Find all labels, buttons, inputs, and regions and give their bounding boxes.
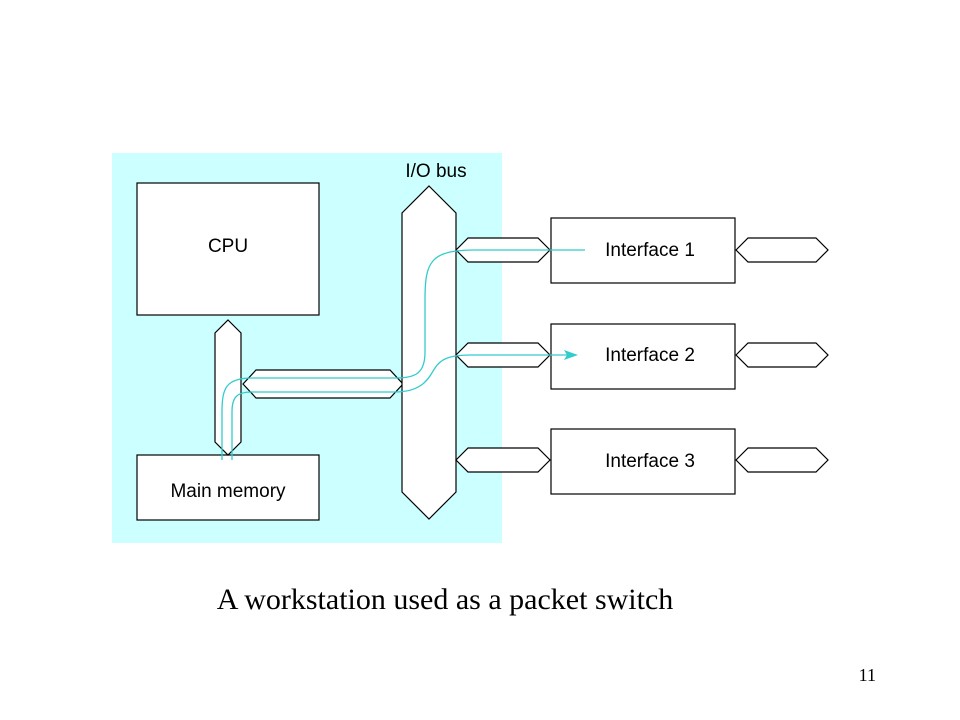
packet-path-inbound (221, 249, 585, 460)
interface-1-label: Interface 1 (605, 240, 695, 261)
main-memory-label: Main memory (170, 481, 286, 502)
interface-3-box (550, 428, 736, 495)
memory-io-connector (242, 369, 404, 399)
external-link-1 (735, 237, 829, 263)
interface-2-box (550, 323, 736, 390)
packet-path-arrowhead (564, 350, 578, 360)
main-memory-box (136, 454, 320, 521)
io-bus (401, 185, 457, 520)
slide-caption: A workstation used as a packet switch (216, 583, 674, 616)
external-link-3 (735, 447, 829, 473)
interface-2-label: Interface 2 (605, 345, 695, 366)
packet-path-outbound (231, 354, 568, 460)
cpu-box (136, 182, 320, 316)
slide-number: 11 (858, 665, 876, 685)
cpu-label: CPU (208, 236, 248, 257)
io-bus-label: I/O bus (405, 161, 466, 182)
interface-3-label: Interface 3 (605, 451, 695, 472)
cpu-memory-bus (214, 319, 242, 456)
external-link-2 (735, 342, 829, 368)
bus-connector-3 (455, 447, 551, 473)
